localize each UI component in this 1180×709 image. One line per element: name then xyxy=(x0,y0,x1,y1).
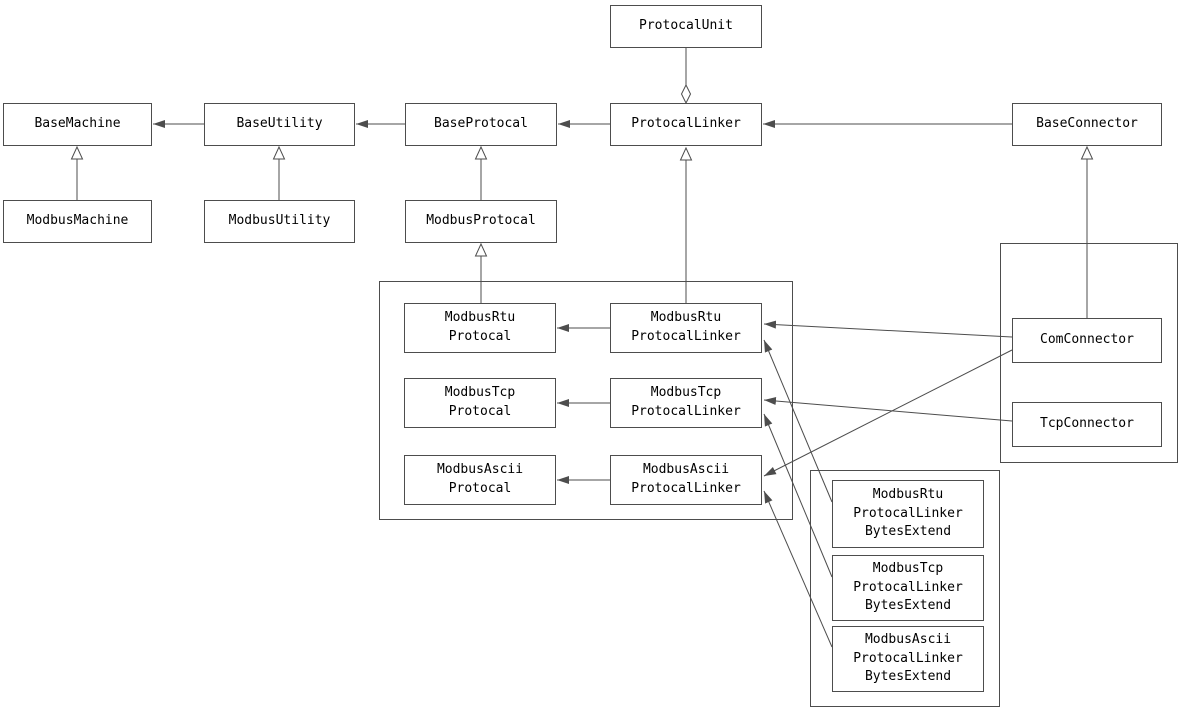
class-label: ProtocalLinker xyxy=(631,116,741,132)
class-label: ProtocalLinker xyxy=(631,404,741,419)
class-label: ProtocalLinker xyxy=(631,481,741,496)
class-label: BaseConnector xyxy=(1036,116,1138,132)
class-label: ModbusAscii xyxy=(436,462,524,478)
class-label: BytesExtend xyxy=(864,669,952,685)
class-label: ModbusTcp xyxy=(872,560,944,576)
class-modbus-tcp-protocal: ModbusTcp Protocal xyxy=(404,378,556,428)
edge-arrow-asciiextend-asciilinker xyxy=(763,490,833,648)
class-protocal-unit: ProtocalUnit xyxy=(610,5,762,48)
class-modbus-protocal: ModbusProtocal xyxy=(405,200,557,243)
class-modbus-utility: ModbusUtility xyxy=(204,200,355,243)
class-label: BytesExtend xyxy=(864,524,952,540)
class-base-utility: BaseUtility xyxy=(204,103,355,146)
class-label: ProtocalLinker xyxy=(631,329,741,344)
edge-arrow-tcpconnector-tcplinker xyxy=(763,397,1013,422)
class-label: ModbusRtu xyxy=(444,310,516,326)
class-base-connector: BaseConnector xyxy=(1012,103,1162,146)
edge-arrow-tcpextend-tcplinker xyxy=(763,413,833,578)
class-modbus-ascii-protocal-linker: ModbusAscii ProtocalLinker xyxy=(610,455,762,505)
class-label: ModbusAscii xyxy=(864,631,952,647)
class-label: ModbusProtocal xyxy=(426,213,536,229)
class-label: Protocal xyxy=(448,329,512,344)
class-label: ComConnector xyxy=(1040,332,1134,348)
class-label: ProtocalLinker xyxy=(853,579,963,595)
class-protocal-linker: ProtocalLinker xyxy=(610,103,762,146)
class-modbus-ascii-protocal: ModbusAscii Protocal xyxy=(404,455,556,505)
class-modbus-rtu-protocal-linker-bytes-extend: ModbusRtu ProtocalLinker BytesExtend xyxy=(832,480,984,548)
class-label: ModbusRtu xyxy=(872,486,944,502)
class-modbus-rtu-protocal-linker: ModbusRtu ProtocalLinker xyxy=(610,303,762,353)
class-modbus-rtu-protocal: ModbusRtu Protocal xyxy=(404,303,556,353)
group-bytes-extends xyxy=(810,470,1000,707)
edge-arrow-rtuextend-rtulinker xyxy=(763,339,833,503)
group-modbus-protocal-linkers xyxy=(379,281,793,520)
class-label: ModbusAscii xyxy=(642,462,730,478)
class-label: ProtocalUnit xyxy=(639,18,733,34)
group-connectors xyxy=(1000,243,1178,463)
class-label: Protocal xyxy=(448,404,512,419)
class-label: BaseMachine xyxy=(34,116,121,132)
class-label: BaseProtocal xyxy=(434,116,528,132)
class-label: ProtocalLinker xyxy=(853,650,963,666)
class-base-protocal: BaseProtocal xyxy=(405,103,557,146)
class-label: ProtocalLinker xyxy=(853,505,963,521)
class-label: TcpConnector xyxy=(1040,416,1134,432)
class-label: ModbusUtility xyxy=(228,213,331,229)
class-label: BytesExtend xyxy=(864,598,952,614)
class-modbus-machine: ModbusMachine xyxy=(3,200,152,243)
class-tcp-connector: TcpConnector xyxy=(1012,402,1162,447)
edge-arrow-comconnector-asciilinker xyxy=(763,349,1013,477)
class-com-connector: ComConnector xyxy=(1012,318,1162,363)
class-label: ModbusRtu xyxy=(650,310,722,326)
edge-arrow-comconnector-rtulinker xyxy=(763,320,1013,338)
class-base-machine: BaseMachine xyxy=(3,103,152,146)
class-modbus-tcp-protocal-linker: ModbusTcp ProtocalLinker xyxy=(610,378,762,428)
class-label: ModbusTcp xyxy=(444,385,516,401)
class-modbus-ascii-protocal-linker-bytes-extend: ModbusAscii ProtocalLinker BytesExtend xyxy=(832,626,984,692)
class-label: Protocal xyxy=(448,481,512,496)
class-modbus-tcp-protocal-linker-bytes-extend: ModbusTcp ProtocalLinker BytesExtend xyxy=(832,555,984,621)
class-label: ModbusTcp xyxy=(650,385,722,401)
class-label: BaseUtility xyxy=(236,116,323,132)
class-label: ModbusMachine xyxy=(26,213,129,229)
